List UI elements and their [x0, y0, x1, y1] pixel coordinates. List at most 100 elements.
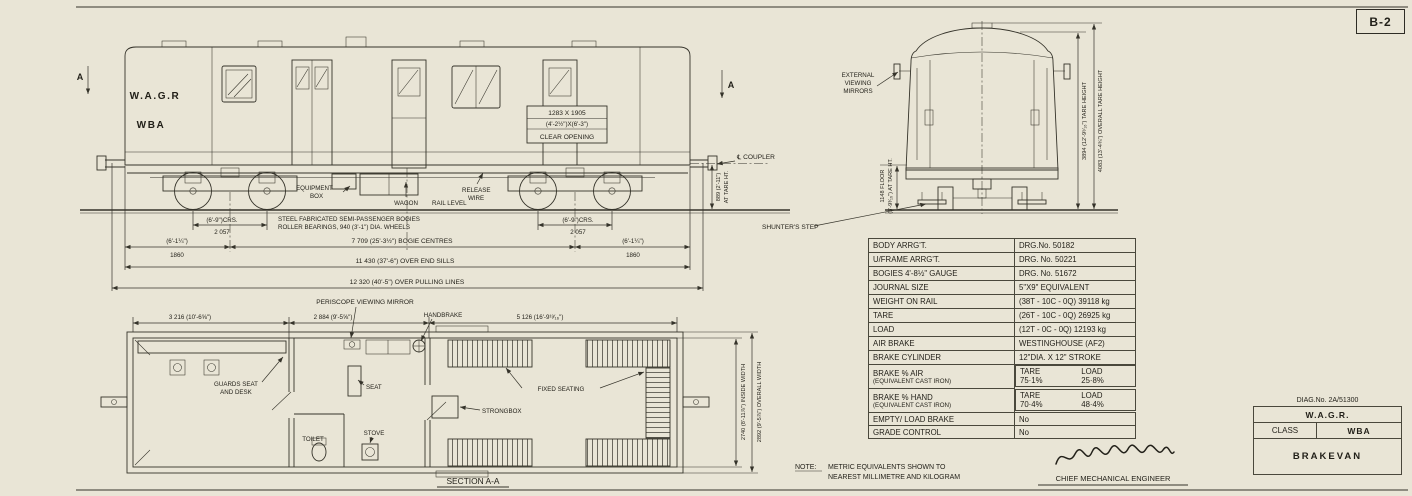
seat-label: SEAT [366, 384, 382, 391]
sheet-ref: B-2 [1369, 14, 1392, 29]
shunters-step-left [917, 192, 947, 205]
bogie-crs-right-mm: 2 057 [570, 229, 586, 236]
tare-value: 70·4% [1020, 399, 1043, 409]
spec-label: BRAKE % HAND (EQUIVALENT CAST IRON) [868, 388, 1015, 413]
note-label: NOTE: [795, 464, 816, 471]
dim-inside-width: 2740 (8'-11⅞") INSIDE WIDTH [741, 364, 747, 440]
dim-over-pulling-lines: 12 320 (40'-5") OVER PULLING LINES [350, 279, 465, 286]
dim-overhang-right-mm: 1860 [626, 252, 640, 259]
side-door-plan [435, 325, 489, 333]
mirrors-label-1: EXTERNAL [842, 72, 875, 79]
lamp-bracket [1030, 109, 1040, 126]
footer-note: NOTE: METRIC EQUIVALENTS SHOWN TO NEARES… [795, 464, 960, 481]
plan-view-drawing: PERISCOPE VIEWING MIRROR 3 216 (10'-6⅝")… [100, 299, 763, 488]
spec-value: 12"DIA. X 12" STROKE [1014, 350, 1136, 365]
body-lettering-wagr: W.A.G.R [130, 91, 181, 102]
dim-overall-tare-height: 4083 (13'-4¾") OVERALL TARE HEIGHT [1098, 69, 1104, 172]
spec-value: WESTINGHOUSE (AF2) [1014, 336, 1136, 351]
dim-overall-width: 2892 (9'-5⅞") OVERALL WIDTH [757, 362, 763, 443]
spec-value: 5"X9" EQUIVALENT [1014, 280, 1136, 295]
spec-value: DRG. No. 50221 [1014, 252, 1136, 267]
dim-bogie-centres: 7 709 (25'-3½") BOGIE CENTRES [351, 237, 453, 245]
external-mirror-right [1053, 63, 1071, 80]
dim-floor-height-2: (3'-9³⁄₁₆") AT TARE HT. [888, 158, 894, 214]
spec-label-line2: (EQUIVALENT CAST IRON) [873, 377, 952, 385]
fixed-seating-label: FIXED SEATING [538, 386, 585, 393]
wagon-label: WAGON [394, 200, 418, 207]
railway-name: W.A.G.R. [1254, 407, 1401, 423]
load-cell: LOAD 25·8% [1077, 366, 1134, 386]
strongbox-plan [431, 395, 459, 419]
spec-label: BOGIES 4'-8½" GAUGE [868, 266, 1015, 281]
plan-dimensions [132, 317, 758, 474]
table-row: BRAKE % AIR (EQUIVALENT CAST IRON) TARE … [868, 364, 1136, 389]
bogie-note-2: ROLLER BEARINGS, 940 (3'-1") DIA. WHEELS [278, 224, 410, 231]
spec-label: TARE [868, 308, 1015, 323]
spec-value: (38T - 10C - 0Q) 39118 kg [1014, 294, 1136, 309]
dim-mid-length: 2 884 (9'-5⅝") [314, 314, 353, 321]
spec-value: DRG. No. 51672 [1014, 266, 1136, 281]
table-row: BRAKE % HAND (EQUIVALENT CAST IRON) TARE… [868, 388, 1136, 413]
side-elevation-drawing: A A W.A.G.R WBA 1283 X 1905 (4'-2½")X(6'… [77, 36, 790, 291]
bogie-note-1: STEEL FABRICATED SEMI-PASSENGER BOGIES [278, 216, 420, 223]
spec-label: EMPTY/ LOAD BRAKE [868, 412, 1015, 426]
signature-mark [1055, 444, 1175, 465]
handbrake-label: HANDBRAKE [424, 312, 463, 319]
class-label: CLASS [1254, 423, 1317, 438]
cross-wall-1 [271, 338, 295, 467]
periscope-housing [345, 36, 367, 48]
dim-overhang-left-mm: 1860 [170, 252, 184, 259]
dim-guards-length: 3 216 (10'-6⅝") [169, 314, 211, 321]
section-letter-right: A [728, 80, 735, 90]
stove-plan [361, 443, 379, 461]
spec-label: BRAKE CYLINDER [868, 350, 1015, 365]
dim-over-end-sills: 11 430 (37'-6") OVER END SILLS [356, 258, 455, 265]
spec-value: No [1014, 425, 1136, 439]
table-row: BOGIES 4'-8½" GAUGE DRG. No. 51672 [868, 266, 1136, 281]
table-row: WEIGHT ON RAIL (38T - 10C - 0Q) 39118 kg [868, 294, 1136, 309]
spec-label-line1: BRAKE % AIR [873, 368, 924, 378]
stove-label: STOVE [364, 430, 385, 437]
roof-vent [161, 40, 187, 48]
spec-label: WEIGHT ON RAIL [868, 294, 1015, 309]
table-row: TARE (26T - 10C - 0Q) 26925 kg [868, 308, 1136, 323]
dim-floor-height-1: 1148 FLOOR [880, 170, 886, 203]
sheet-ref-box: B-2 [1356, 9, 1405, 34]
equipment-box-small [331, 173, 357, 190]
mirrors-label-3: MIRRORS [843, 88, 872, 95]
side-door-plan [435, 470, 489, 478]
spec-value: (26T - 10C - 0Q) 26925 kg [1014, 308, 1136, 323]
tare-value: 75·1% [1020, 376, 1043, 385]
guards-seat-label-1: GUARDS SEAT [214, 381, 258, 388]
fixed-seat-bench [447, 438, 533, 467]
signature-block: CHIEF MECHANICAL ENGINEER [1038, 444, 1188, 486]
side-window-1 [221, 65, 257, 103]
engineer-title: CHIEF MECHANICAL ENGINEER [1056, 474, 1171, 483]
spec-value: DRG.No. 50182 [1014, 238, 1136, 253]
release-wire-label-1: RELEASE [462, 187, 491, 194]
section-letter-left: A [77, 72, 84, 82]
bogie-crs-left: (6'-9")CRS. [206, 217, 238, 224]
load-value: 25·8% [1081, 376, 1104, 385]
rail-level-label: RAIL LEVEL [432, 200, 467, 207]
roof-vent [459, 40, 485, 48]
cross-wall-2 [424, 338, 447, 467]
end-dimensions [880, 22, 1102, 209]
table-row: GRADE CONTROL No [868, 425, 1136, 439]
left-coupler [96, 155, 125, 171]
note-line-1: METRIC EQUIVALENTS SHOWN TO [828, 464, 946, 471]
periscope-label: PERISCOPE VIEWING MIRROR [316, 299, 414, 306]
clear-opening-callout [526, 105, 608, 144]
sheet-border [76, 6, 1408, 491]
load-head: LOAD [1081, 367, 1103, 376]
clear-opening-caption: CLEAR OPENING [540, 134, 594, 141]
left-bogie [162, 167, 298, 210]
equipment-box-label-2: BOX [310, 193, 323, 200]
dim-overhang-left: (6'-1¼") [166, 238, 188, 245]
roof-vent [571, 40, 597, 48]
tare-cell: TARE 70·4% [1016, 390, 1073, 410]
spec-label: AIR BRAKE [868, 336, 1015, 351]
spec-label: BODY ARRG'T. [868, 238, 1015, 253]
coupler-label: ℄ COUPLER [736, 154, 775, 161]
